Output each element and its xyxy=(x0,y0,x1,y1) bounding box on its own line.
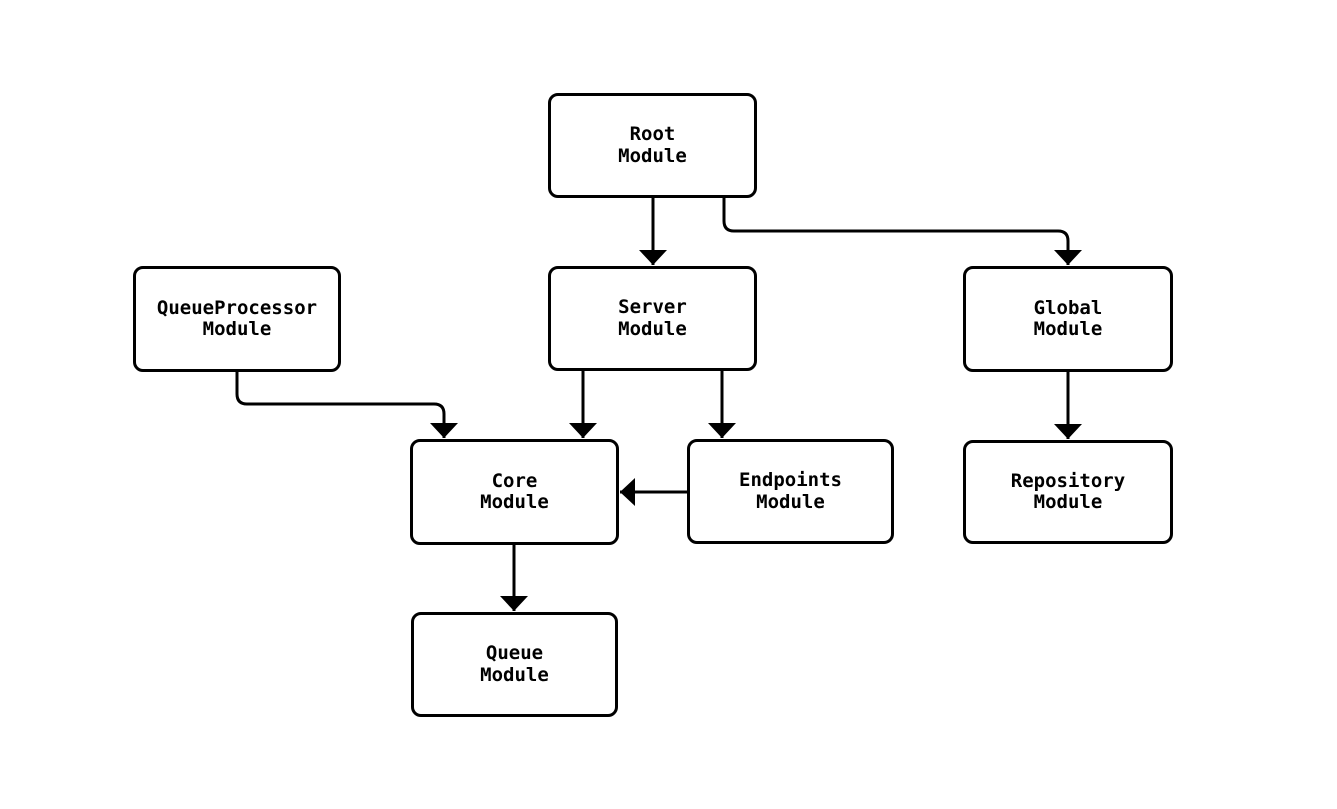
node-label-repository: Repository Module xyxy=(1010,469,1126,513)
node-label-server: Server Module xyxy=(618,296,687,340)
node-label-global: Global Module xyxy=(1033,296,1103,340)
edges-group xyxy=(235,198,1082,611)
node-global-module: Global Module xyxy=(963,266,1173,372)
node-label-queueprocessor: QueueProcessor Module xyxy=(156,296,318,340)
edge-root-to-global xyxy=(722,198,1082,265)
edge-queueprocessor-to-core xyxy=(235,372,458,438)
node-label-core: Core Module xyxy=(480,469,549,513)
node-label-queue: Queue Module xyxy=(480,642,549,686)
node-label-endpoints: Endpoints Module xyxy=(739,469,842,513)
node-label-root: Root Module xyxy=(618,123,687,167)
node-root-module: Root Module xyxy=(548,93,757,198)
node-queueprocessor-module: QueueProcessor Module xyxy=(133,266,341,372)
node-queue-module: Queue Module xyxy=(411,612,618,717)
node-server-module: Server Module xyxy=(548,266,757,371)
node-repository-module: Repository Module xyxy=(963,440,1173,544)
node-core-module: Core Module xyxy=(410,439,619,545)
node-endpoints-module: Endpoints Module xyxy=(687,439,894,544)
